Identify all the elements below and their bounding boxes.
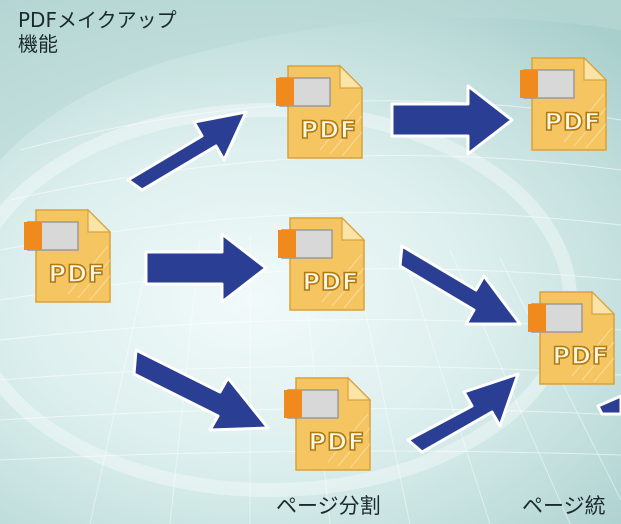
flow-arrow-icon <box>390 84 514 156</box>
pdf-document-icon <box>278 216 366 311</box>
feature-title: PDFメイクアップ 機能 <box>18 8 177 56</box>
pdf-document-top-middle: PDF <box>272 62 368 162</box>
pdf-document-merged-right: PDF <box>524 288 620 388</box>
pdf-document-source: PDF <box>20 206 116 306</box>
pdf-document-label: PDF <box>308 427 366 457</box>
flow-arrow-icon <box>398 244 522 326</box>
flow-arrow-icon <box>126 110 248 192</box>
flow-arrow-icon <box>144 232 268 304</box>
pdf-document-icon <box>276 64 364 159</box>
caption-page-merge: ページ統 <box>522 494 606 518</box>
flow-arrow-icon <box>406 372 520 454</box>
flow-arrow-icon <box>596 394 621 416</box>
pdf-document-label: PDF <box>300 115 358 145</box>
pdf-document-label: PDF <box>552 341 610 371</box>
pdf-document-label: PDF <box>544 107 602 137</box>
pdf-document-bottom-middle: PDF <box>280 374 376 474</box>
pdf-document-icon <box>528 290 616 385</box>
pdf-document-icon <box>520 56 608 151</box>
pdf-document-label: PDF <box>48 259 106 289</box>
pdf-document-middle: PDF <box>274 214 370 314</box>
pdf-document-top-right: PDF <box>516 54 612 154</box>
pdf-document-icon <box>24 208 112 303</box>
caption-page-split: ページ分割 <box>276 494 381 518</box>
pdf-document-label: PDF <box>302 267 360 297</box>
pdf-document-icon <box>284 376 372 471</box>
feature-title-line-2: 機能 <box>18 32 58 56</box>
flow-arrow-icon <box>132 348 270 432</box>
feature-title-line-1: PDFメイクアップ <box>18 8 177 32</box>
